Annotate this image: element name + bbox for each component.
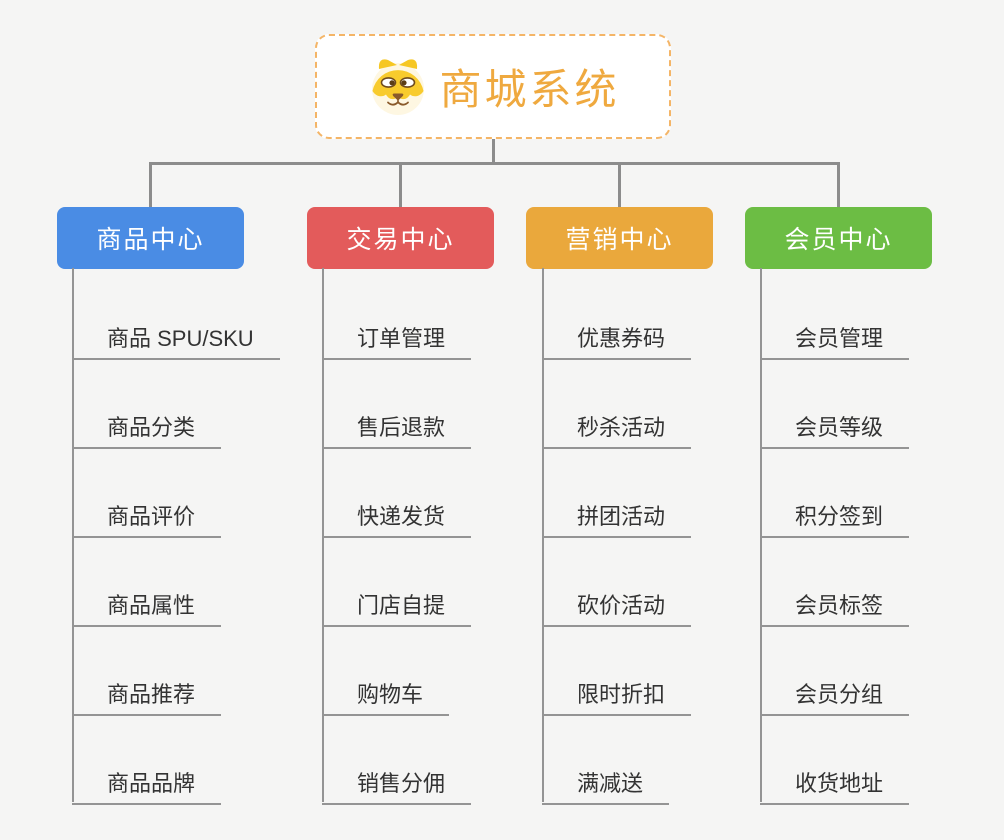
leaf-label: 拼团活动: [577, 504, 666, 529]
branch-trunk-line: [72, 268, 74, 802]
leaf-node[interactable]: 收货地址: [760, 760, 910, 805]
branch-header-member-center[interactable]: 会员中心: [745, 207, 932, 269]
branch-header-label: 商品中心: [96, 226, 205, 254]
leaf-node[interactable]: 会员等级: [760, 404, 910, 449]
branch-drop-line: [837, 162, 840, 208]
leaf-node[interactable]: 砍价活动: [542, 582, 692, 627]
leaf-node[interactable]: 会员标签: [760, 582, 910, 627]
leaf-label: 商品 SPU/SKU: [107, 326, 254, 351]
leaf-label: 商品分类: [107, 415, 196, 440]
leaf-node[interactable]: 积分签到: [760, 493, 910, 538]
leaf-label: 秒杀活动: [577, 415, 666, 440]
leaf-node[interactable]: 门店自提: [322, 582, 472, 627]
root-title: 商城系统: [439, 66, 620, 113]
leaf-node[interactable]: 订单管理: [322, 315, 472, 360]
leaf-node[interactable]: 拼团活动: [542, 493, 692, 538]
leaf-node[interactable]: 满减送: [542, 760, 670, 805]
leaf-node[interactable]: 购物车: [322, 671, 450, 716]
leaf-label: 销售分佣: [357, 771, 446, 796]
root-connector-line: [492, 139, 495, 165]
leaf-label: 购物车: [357, 682, 424, 707]
leaf-node[interactable]: 商品推荐: [72, 671, 222, 716]
branch-header-label: 会员中心: [784, 226, 893, 254]
leaf-node[interactable]: 限时折扣: [542, 671, 692, 716]
leaf-node[interactable]: 优惠券码: [542, 315, 692, 360]
branch-header-product-center[interactable]: 商品中心: [57, 207, 244, 269]
branch-trunk-line: [322, 268, 324, 802]
leaf-label: 满减送: [577, 771, 644, 796]
branch-bus-line: [149, 162, 839, 165]
leaf-node[interactable]: 商品品牌: [72, 760, 222, 805]
leaf-node[interactable]: 商品评价: [72, 493, 222, 538]
leaf-label: 会员标签: [795, 593, 884, 618]
leaf-node[interactable]: 会员分组: [760, 671, 910, 716]
leaf-node[interactable]: 商品 SPU/SKU: [72, 315, 280, 360]
leaf-label: 售后退款: [357, 415, 446, 440]
leaf-node[interactable]: 销售分佣: [322, 760, 472, 805]
dog-face-icon: [372, 58, 425, 115]
leaf-label: 优惠券码: [577, 326, 666, 351]
leaf-label: 商品评价: [107, 504, 196, 529]
branch-drop-line: [399, 162, 402, 208]
leaf-label: 商品属性: [107, 593, 196, 618]
branch-trunk-line: [760, 268, 762, 802]
leaf-label: 订单管理: [357, 326, 446, 351]
branch-trunk-line: [542, 268, 544, 802]
leaf-node[interactable]: 秒杀活动: [542, 404, 692, 449]
branch-header-trade-center[interactable]: 交易中心: [307, 207, 494, 269]
leaf-node[interactable]: 商品属性: [72, 582, 222, 627]
branch-header-label: 营销中心: [565, 226, 674, 254]
leaf-label: 快递发货: [357, 504, 446, 529]
leaf-label: 限时折扣: [577, 682, 666, 707]
leaf-label: 会员等级: [795, 415, 884, 440]
leaf-label: 会员分组: [795, 682, 884, 707]
leaf-label: 收货地址: [795, 771, 884, 796]
leaf-label: 积分签到: [795, 504, 884, 529]
branch-header-marketing-center[interactable]: 营销中心: [526, 207, 713, 269]
leaf-label: 砍价活动: [577, 593, 666, 618]
leaf-label: 门店自提: [357, 593, 446, 618]
leaf-label: 商品品牌: [107, 771, 196, 796]
branch-header-label: 交易中心: [346, 226, 455, 254]
leaf-node[interactable]: 售后退款: [322, 404, 472, 449]
leaf-node[interactable]: 会员管理: [760, 315, 910, 360]
branch-drop-line: [149, 162, 152, 208]
leaf-node[interactable]: 快递发货: [322, 493, 472, 538]
leaf-node[interactable]: 商品分类: [72, 404, 222, 449]
leaf-label: 商品推荐: [107, 682, 196, 707]
leaf-label: 会员管理: [795, 326, 884, 351]
root-node[interactable]: 商城系统: [315, 34, 671, 139]
branch-drop-line: [618, 162, 621, 208]
